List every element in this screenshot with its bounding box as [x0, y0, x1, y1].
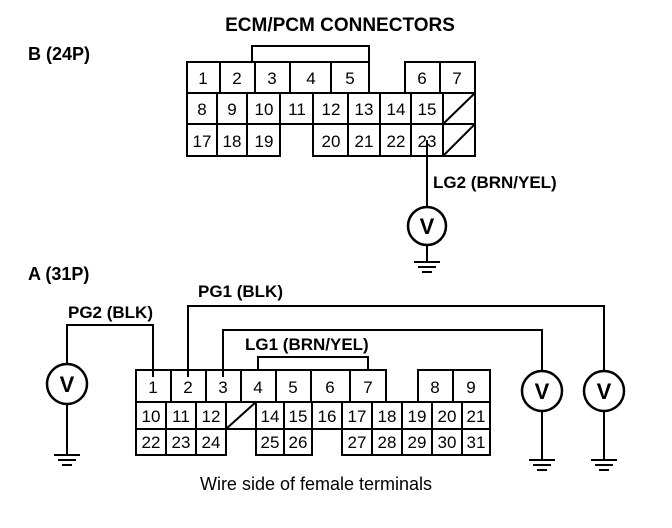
terminal-a-12: 12 — [202, 407, 221, 426]
voltmeter-b: V — [406, 205, 448, 273]
wire-pg2 — [66, 324, 154, 377]
terminal-a-24: 24 — [202, 433, 221, 452]
wire-lg1-label: LG1 (BRN/YEL) — [245, 335, 369, 354]
terminal-b-4: 4 — [306, 69, 315, 88]
ground-lg1-icon — [529, 459, 555, 471]
connector-b-row2 — [186, 92, 476, 125]
wire-pg1 — [187, 305, 605, 377]
wire-pg1-label: PG1 (BLK) — [198, 282, 283, 301]
terminal-a-29: 29 — [408, 433, 427, 452]
wire-lg2-label: LG2 (BRN/YEL) — [433, 173, 557, 192]
voltmeter-b-symbol: V — [420, 214, 435, 239]
terminal-b-2: 2 — [232, 69, 241, 88]
connector-a — [135, 369, 491, 456]
terminal-b-5: 5 — [345, 69, 354, 88]
terminal-a-3: 3 — [218, 378, 227, 397]
terminal-b-1: 1 — [198, 69, 207, 88]
terminal-b-17: 17 — [193, 132, 212, 151]
terminal-a-25: 25 — [261, 433, 280, 452]
connector-b-terminals: 1 2 3 4 5 6 7 8 9 10 11 12 13 14 15 17 1… — [193, 69, 462, 151]
terminal-b-14: 14 — [387, 100, 406, 119]
terminal-a-14: 14 — [261, 407, 280, 426]
terminal-a-21: 21 — [467, 407, 486, 426]
terminal-a-8: 8 — [430, 378, 439, 397]
ground-pg2-icon — [54, 454, 80, 466]
terminal-a-16: 16 — [318, 407, 337, 426]
connector-b-bracket — [251, 45, 370, 62]
terminal-a-19: 19 — [408, 407, 427, 426]
terminal-b-22: 22 — [387, 132, 406, 151]
terminal-a-27: 27 — [348, 433, 367, 452]
terminal-a-5: 5 — [288, 378, 297, 397]
terminal-b-13: 13 — [355, 100, 374, 119]
voltmeter-lg1-symbol: V — [535, 379, 550, 404]
terminal-b-9: 9 — [227, 100, 236, 119]
terminal-b-19: 19 — [255, 132, 274, 151]
terminal-a-30: 30 — [438, 433, 457, 452]
terminal-b-8: 8 — [197, 100, 206, 119]
terminal-a-1: 1 — [148, 378, 157, 397]
wire-lg1 — [222, 329, 543, 377]
ground-pg1-icon — [591, 459, 617, 471]
terminal-b-10: 10 — [255, 100, 274, 119]
terminal-b-21: 21 — [355, 132, 374, 151]
terminal-b-6: 6 — [417, 69, 426, 88]
terminal-b-20: 20 — [322, 132, 341, 151]
voltmeter-pg2-symbol: V — [60, 372, 75, 397]
terminal-a-11: 11 — [172, 407, 190, 426]
terminal-a-17: 17 — [348, 407, 367, 426]
terminal-b-7: 7 — [452, 69, 461, 88]
connector-a-bracket — [257, 356, 369, 370]
caption: Wire side of female terminals — [200, 474, 432, 494]
connector-a-label: A (31P) — [28, 264, 89, 284]
terminal-a-26: 26 — [289, 433, 308, 452]
terminal-b-18: 18 — [223, 132, 242, 151]
terminal-a-28: 28 — [378, 433, 397, 452]
terminal-a-7: 7 — [363, 378, 372, 397]
terminal-a-22: 22 — [142, 433, 161, 452]
terminal-a-23: 23 — [172, 433, 191, 452]
terminal-a-6: 6 — [325, 378, 334, 397]
diagram-title: ECM/PCM CONNECTORS — [225, 15, 455, 36]
terminal-b-3: 3 — [267, 69, 276, 88]
terminal-a-20: 20 — [438, 407, 457, 426]
connector-b-row1-left — [186, 61, 370, 94]
connector-b — [186, 45, 476, 157]
terminal-a-4: 4 — [253, 378, 262, 397]
wire-pg2-label: PG2 (BLK) — [68, 303, 153, 322]
terminal-b-11: 11 — [288, 100, 306, 119]
terminal-b-12: 12 — [322, 100, 341, 119]
terminal-a-31: 31 — [467, 433, 486, 452]
voltmeter-pg1: V — [582, 369, 626, 471]
terminal-a-15: 15 — [289, 407, 308, 426]
terminal-a-18: 18 — [378, 407, 397, 426]
terminal-a-2: 2 — [183, 378, 192, 397]
terminal-b-15: 15 — [418, 100, 437, 119]
voltmeter-pg1-symbol: V — [597, 379, 612, 404]
voltmeter-pg2: V — [45, 362, 89, 466]
terminal-a-10: 10 — [142, 407, 161, 426]
connector-a-terminals: 1 2 3 4 5 6 7 8 9 10 11 12 14 15 16 17 1… — [142, 378, 486, 452]
terminal-a-9: 9 — [466, 378, 475, 397]
voltmeter-lg1: V — [520, 369, 564, 471]
connector-b-label: B (24P) — [28, 44, 90, 64]
ground-b-icon — [414, 261, 440, 273]
